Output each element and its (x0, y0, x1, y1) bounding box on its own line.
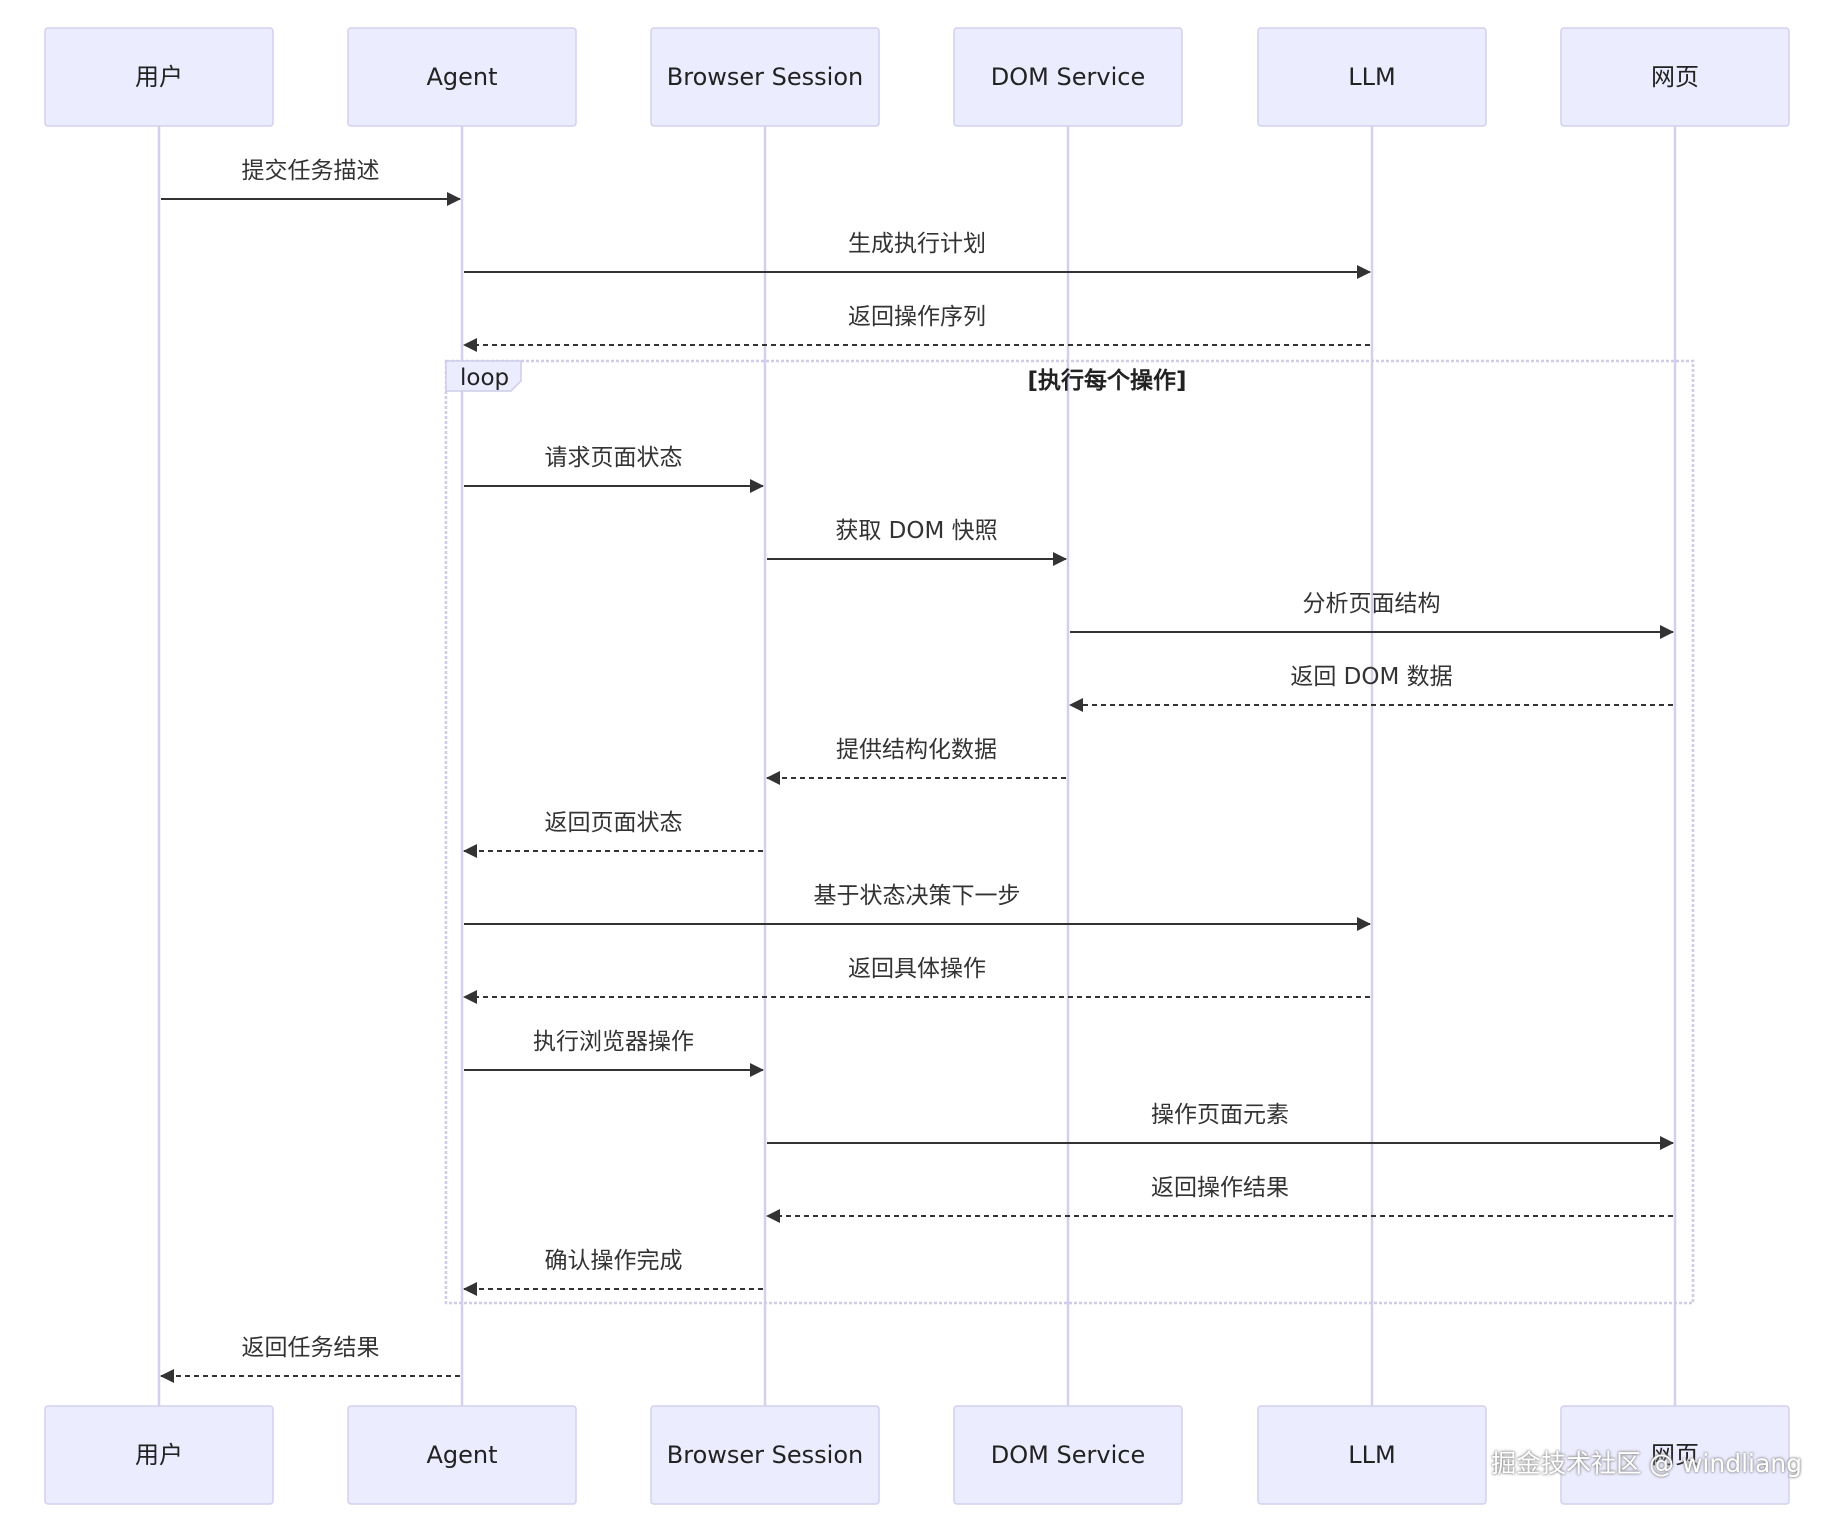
message-label: 获取 DOM 快照 (835, 518, 997, 544)
watermark: 掘金技术社区 @ windliang (1491, 1449, 1802, 1478)
message-9: 返回页面状态 (463, 810, 763, 858)
message-label: 执行浏览器操作 (533, 1029, 694, 1055)
participant-label: 网页 (1651, 1441, 1699, 1469)
message-14: 返回操作结果 (766, 1175, 1673, 1223)
message-3: 返回操作序列 (463, 304, 1370, 352)
participant-box (650, 1405, 880, 1505)
message-1: 提交任务描述 (161, 158, 461, 206)
message-label: 返回具体操作 (848, 956, 986, 982)
message-10: 基于状态决策下一步 (464, 883, 1371, 931)
participant-label: 网页 (1651, 63, 1699, 91)
loop-condition: [执行每个操作] (1027, 367, 1186, 394)
message-label: 返回任务结果 (242, 1335, 380, 1361)
participant-box (953, 27, 1183, 127)
participant-box (1560, 1405, 1790, 1505)
participant-label: Browser Session (667, 63, 863, 91)
loop-label: loop (460, 365, 509, 391)
participant-label: LLM (1348, 63, 1395, 91)
message-13: 操作页面元素 (767, 1102, 1674, 1150)
participant-agent-top: Agent (347, 27, 577, 127)
participant-box (44, 27, 274, 127)
participant-label: Agent (426, 63, 497, 91)
message-11: 返回具体操作 (463, 956, 1370, 1004)
message-2: 生成执行计划 (464, 231, 1371, 279)
participant-label: 用户 (135, 63, 183, 91)
message-label: 提供结构化数据 (836, 737, 997, 763)
participant-user-bottom: 用户 (44, 1405, 274, 1505)
message-label: 返回 DOM 数据 (1290, 664, 1452, 690)
loop-tab (445, 360, 522, 392)
message-label: 生成执行计划 (848, 231, 986, 257)
loop-box (444, 359, 1695, 1305)
message-5: 获取 DOM 快照 (767, 518, 1067, 566)
participant-box (1257, 27, 1487, 127)
participant-label: DOM Service (991, 1441, 1145, 1469)
participant-dom-bottom: DOM Service (953, 1405, 1183, 1505)
participant-label: Browser Session (667, 1441, 863, 1469)
message-label: 分析页面结构 (1303, 591, 1441, 617)
participant-page-bottom: 网页 (1560, 1405, 1790, 1505)
participant-page-top: 网页 (1560, 27, 1790, 127)
participant-box (650, 27, 880, 127)
message-label: 基于状态决策下一步 (814, 883, 1021, 909)
message-label: 返回操作结果 (1151, 1175, 1289, 1201)
participant-box (1560, 27, 1790, 127)
participant-box (953, 1405, 1183, 1505)
message-label: 请求页面状态 (545, 445, 683, 471)
message-label: 确认操作完成 (545, 1248, 683, 1274)
loop-frame: loop [执行每个操作] (444, 359, 1695, 1305)
participant-user-top: 用户 (44, 27, 274, 127)
participant-label: DOM Service (991, 63, 1145, 91)
message-16: 返回任务结果 (160, 1335, 460, 1383)
participant-dom-top: DOM Service (953, 27, 1183, 127)
participant-llm-top: LLM (1257, 27, 1487, 127)
message-label: 操作页面元素 (1151, 1102, 1289, 1128)
participant-box (347, 27, 577, 127)
message-label: 返回操作序列 (848, 304, 986, 330)
message-4: 请求页面状态 (464, 445, 764, 493)
participant-box (1257, 1405, 1487, 1505)
message-8: 提供结构化数据 (766, 737, 1066, 785)
participant-label: Agent (426, 1441, 497, 1469)
participant-label: 用户 (135, 1441, 183, 1469)
message-7: 返回 DOM 数据 (1069, 664, 1673, 712)
participant-label: LLM (1348, 1441, 1395, 1469)
message-12: 执行浏览器操作 (464, 1029, 764, 1077)
message-label: 返回页面状态 (545, 810, 683, 836)
message-15: 确认操作完成 (463, 1248, 763, 1296)
participant-browser-top: Browser Session (650, 27, 880, 127)
lifelines (157, 126, 1677, 1406)
participant-llm-bottom: LLM (1257, 1405, 1487, 1505)
participant-box (44, 1405, 274, 1505)
participant-box (347, 1405, 577, 1505)
participant-browser-bottom: Browser Session (650, 1405, 880, 1505)
message-6: 分析页面结构 (1070, 591, 1674, 639)
message-label: 提交任务描述 (242, 158, 380, 184)
participant-agent-bottom: Agent (347, 1405, 577, 1505)
